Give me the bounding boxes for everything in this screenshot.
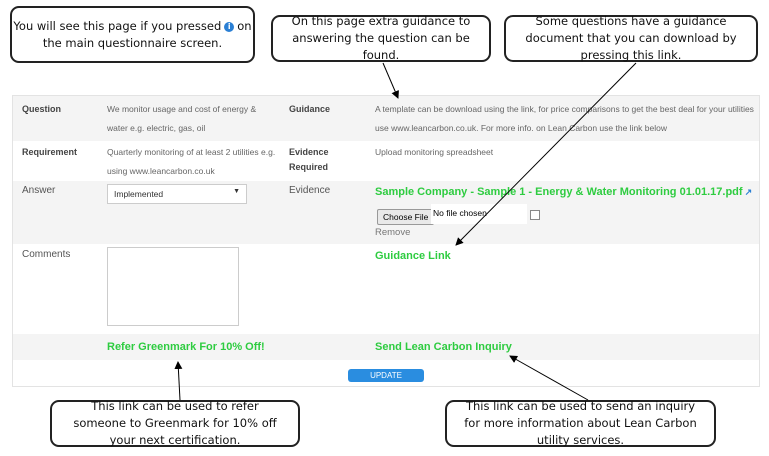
question-panel: Question We monitor usage and cost of en… — [12, 95, 760, 387]
question-label: Question — [22, 104, 62, 114]
callout-top-left-text2: on — [237, 18, 252, 33]
evidence-file-link[interactable]: Sample Company - Sample 1 - Energy & Wat… — [375, 186, 753, 198]
guidance-text: A template can be download using the lin… — [375, 104, 754, 133]
comments-textarea[interactable] — [107, 247, 239, 326]
update-button[interactable]: UPDATE — [348, 369, 424, 382]
guidance-link[interactable]: Guidance Link — [375, 250, 451, 262]
callout-top-right: Some questions have a guidance document … — [504, 14, 758, 62]
external-link-icon: ↗ — [744, 187, 753, 197]
arrow-to-refer-link — [174, 361, 183, 401]
answer-row: Answer Implemented ▼ Evidence Sample Com… — [13, 181, 759, 244]
evidence-required-text: Upload monitoring spreadsheet — [375, 147, 494, 157]
callout-bottom-left: This link can be used to refer someone t… — [50, 399, 300, 447]
chevron-down-icon: ▼ — [233, 188, 240, 195]
requirement-text: Quarterly monitoring of at least 2 utili… — [107, 147, 276, 176]
question-row: Question We monitor usage and cost of en… — [13, 96, 759, 141]
remove-checkbox[interactable] — [530, 210, 540, 220]
comments-row: Comments Guidance Link — [13, 244, 759, 334]
answer-select-value: Implemented — [114, 189, 164, 199]
callout-top-left-line2: the main questionnaire screen. — [42, 35, 223, 50]
arrow-to-guidance-link — [455, 62, 637, 246]
evidence-label: Evidence — [289, 185, 331, 196]
requirement-label: Requirement — [22, 147, 78, 157]
answer-select[interactable]: Implemented ▼ — [107, 184, 247, 204]
remove-label: Remove — [375, 227, 411, 238]
question-text: We monitor usage and cost of energy & wa… — [107, 104, 257, 133]
comments-label: Comments — [22, 249, 71, 260]
guidance-label: Guidance — [289, 104, 331, 114]
send-inquiry-link[interactable]: Send Lean Carbon Inquiry — [375, 341, 512, 353]
callout-top-left-text1: You will see this page if you pressed — [13, 18, 222, 33]
answer-label: Answer — [22, 185, 56, 196]
arrow-to-guidance — [382, 62, 399, 99]
info-icon: i — [224, 21, 235, 32]
file-input-status: No file chosen — [431, 204, 527, 224]
evidence-required-label: Evidence Required — [289, 147, 329, 172]
callout-top-middle: On this page extra guidance to answering… — [271, 14, 491, 62]
arrow-to-inquiry-link — [509, 355, 589, 401]
requirement-row: Requirement Quarterly monitoring of at l… — [13, 141, 759, 181]
callout-bottom-right: This link can be used to send an inquiry… — [445, 399, 716, 447]
links-row: Refer Greenmark For 10% Off! Send Lean C… — [13, 334, 759, 360]
refer-greenmark-link[interactable]: Refer Greenmark For 10% Off! — [107, 341, 265, 353]
